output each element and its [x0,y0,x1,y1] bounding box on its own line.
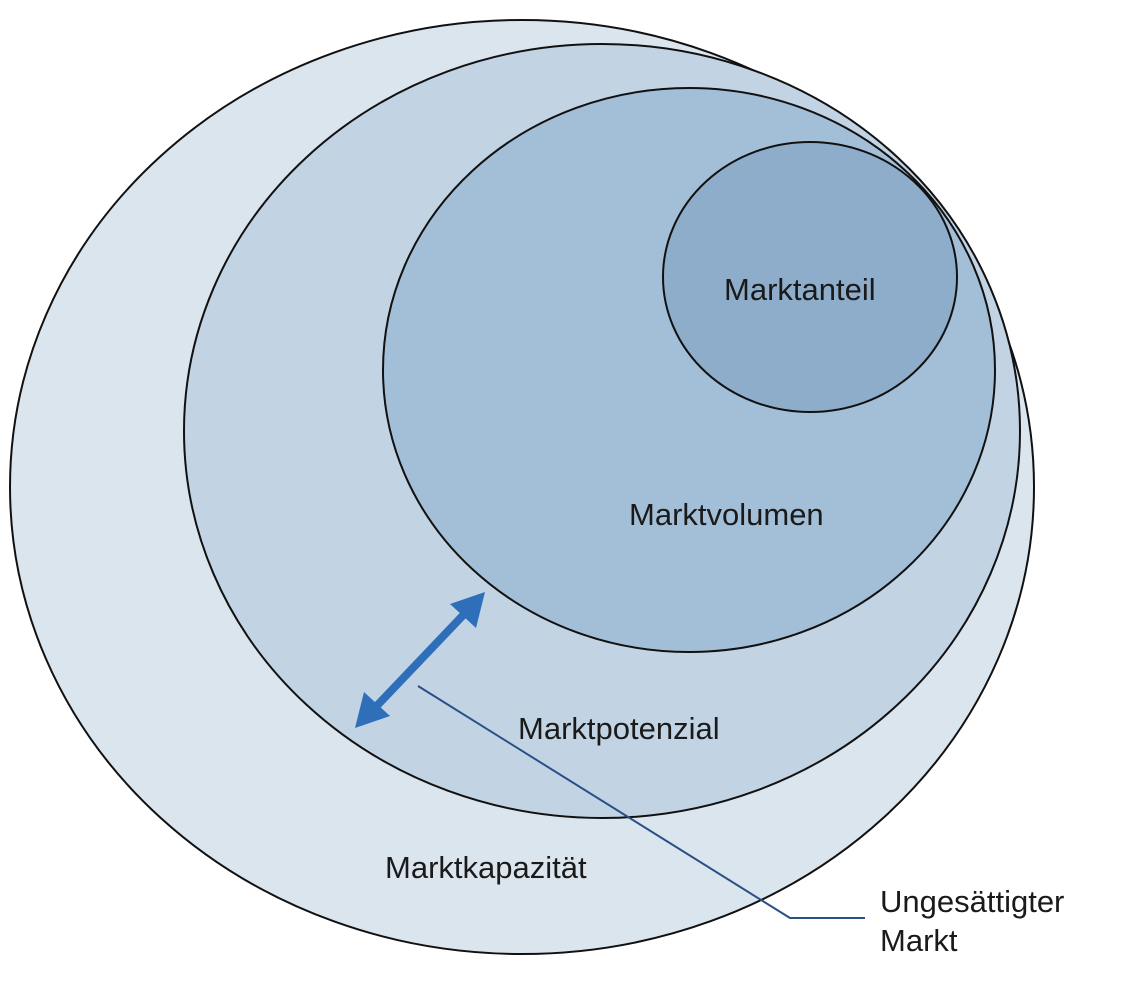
double-arrow-icon [355,592,485,728]
leader-line [417,685,865,919]
label-market-potential: Marktpotenzial [518,711,720,746]
share-ellipse [662,141,958,413]
label-market-capacity: Marktkapazität [385,850,587,885]
label-unsaturated-line1: Ungesättigter [880,884,1065,919]
label-market-share: Marktanteil [724,272,876,307]
label-market-volume: Marktvolumen [629,497,824,532]
label-unsaturated-line2: Markt [880,923,958,958]
